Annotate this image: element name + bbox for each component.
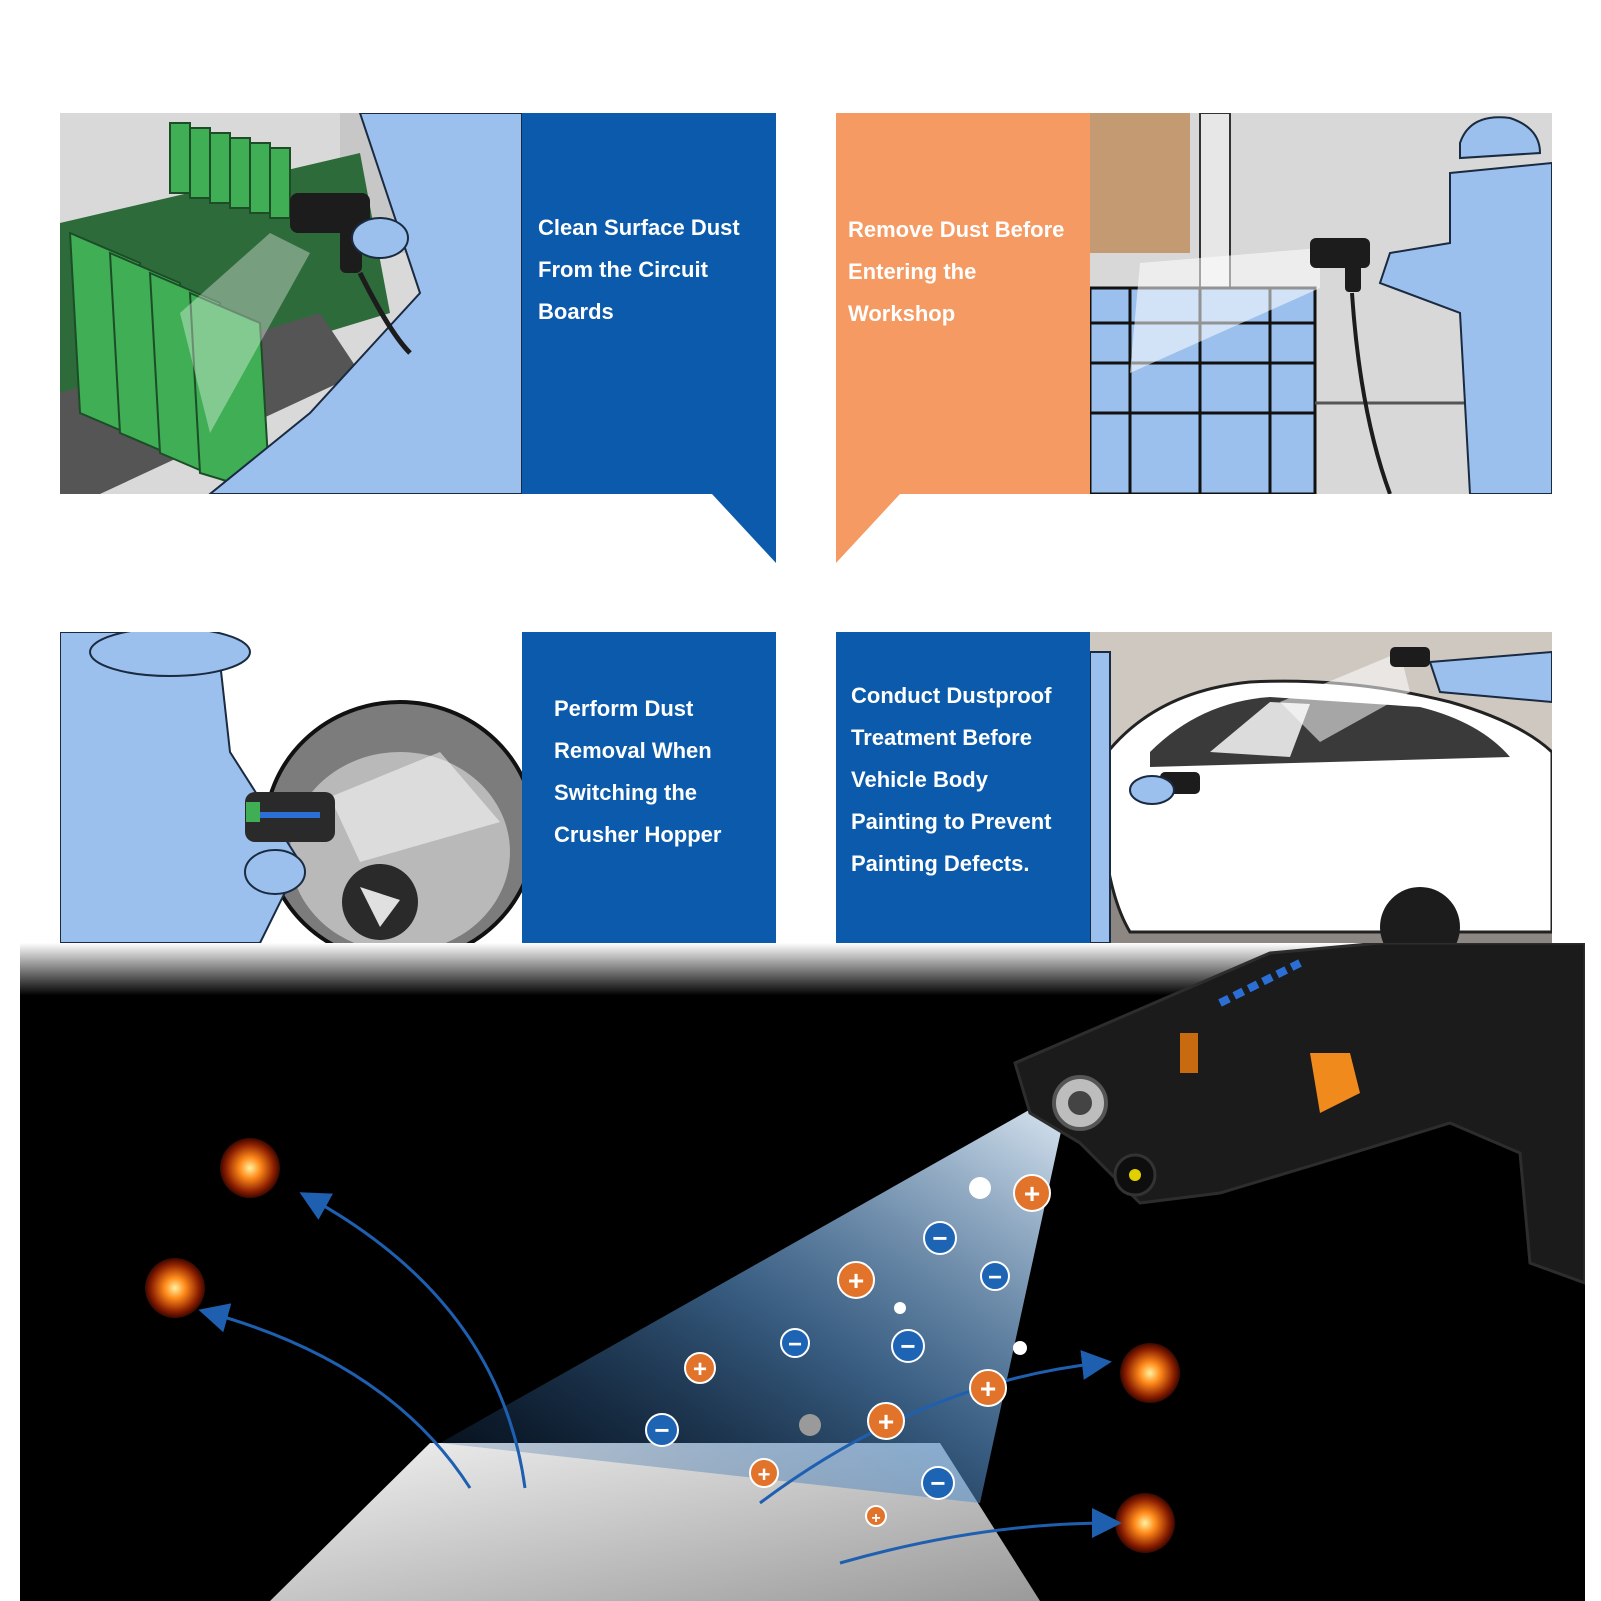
positive-charge-icon: + [867,1402,905,1440]
negative-charge-icon: − [923,1221,957,1255]
crusher-hopper-callout: Perform Dust Removal When Switching the … [522,632,776,997]
negative-charge-icon: − [780,1328,810,1358]
caption-line: Switching the [554,780,697,805]
caption-line: Painting to Prevent [851,809,1052,834]
svg-text:−: − [932,1223,947,1253]
vehicle-body-callout: Conduct Dustproof Treatment Before Vehic… [836,632,1090,997]
dust-particle-icon [1115,1493,1175,1553]
svg-text:+: + [758,1462,771,1487]
svg-text:+: + [980,1373,996,1404]
air-gun-icon [1013,943,1585,1285]
caption-line: Treatment Before [851,725,1032,750]
caption-line: Perform Dust [554,696,694,721]
caption-line: Painting Defects. [851,851,1030,876]
crusher-hopper-illustration [60,632,522,943]
svg-text:−: − [930,1468,945,1498]
vehicle-body-illustration [1090,632,1552,943]
circuit-board-illustration [60,113,522,494]
vehicle-body-caption: Conduct Dustproof Treatment Before Vehic… [851,675,1051,885]
workshop-callout: Remove Dust Before Entering the Workshop [836,113,1090,563]
ionizer-spray-scene: + + + + + + + [20,943,1585,1601]
dust-particle-icon [220,1138,280,1198]
svg-text:−: − [788,1331,802,1358]
negative-charge-icon: − [921,1466,955,1500]
svg-text:−: − [654,1415,669,1445]
negative-charge-icon: − [980,1261,1010,1291]
workshop-illustration [1090,113,1552,494]
dust-particle-icon [1120,1343,1180,1403]
caption-line: Remove Dust Before [848,217,1065,242]
crusher-hopper-caption: Perform Dust Removal When Switching the … [554,688,721,856]
negative-charge-icon: − [891,1329,925,1363]
dust-particle-icon [145,1258,205,1318]
positive-charge-icon: + [865,1505,887,1527]
caption-line: Entering the [848,259,977,284]
negative-charge-icon: − [645,1413,679,1447]
caption-line: Clean Surface Dust [538,215,740,240]
caption-line: Boards [538,299,614,324]
positive-charge-icon: + [969,1369,1007,1407]
svg-text:+: + [848,1265,864,1296]
positive-charge-icon: + [684,1352,716,1384]
positive-charge-icon: + [1013,1174,1051,1212]
circuit-board-caption: Clean Surface Dust From the Circuit Boar… [538,207,740,333]
positive-charge-icon: + [749,1458,779,1488]
svg-text:+: + [878,1406,894,1437]
caption-line: From the Circuit [538,257,708,282]
svg-text:+: + [1024,1178,1040,1209]
svg-text:+: + [871,1510,880,1527]
circuit-board-callout: Clean Surface Dust From the Circuit Boar… [522,113,776,563]
workshop-caption: Remove Dust Before Entering the Workshop [848,209,1064,335]
caption-line: Vehicle Body [851,767,988,792]
svg-text:−: − [988,1264,1002,1291]
svg-text:+: + [693,1356,707,1383]
positive-charge-icon: + [837,1261,875,1299]
caption-line: Crusher Hopper [554,822,722,847]
svg-text:−: − [900,1331,915,1361]
caption-line: Workshop [848,301,956,326]
caption-line: Removal When [554,738,712,763]
caption-line: Conduct Dustproof [851,683,1052,708]
